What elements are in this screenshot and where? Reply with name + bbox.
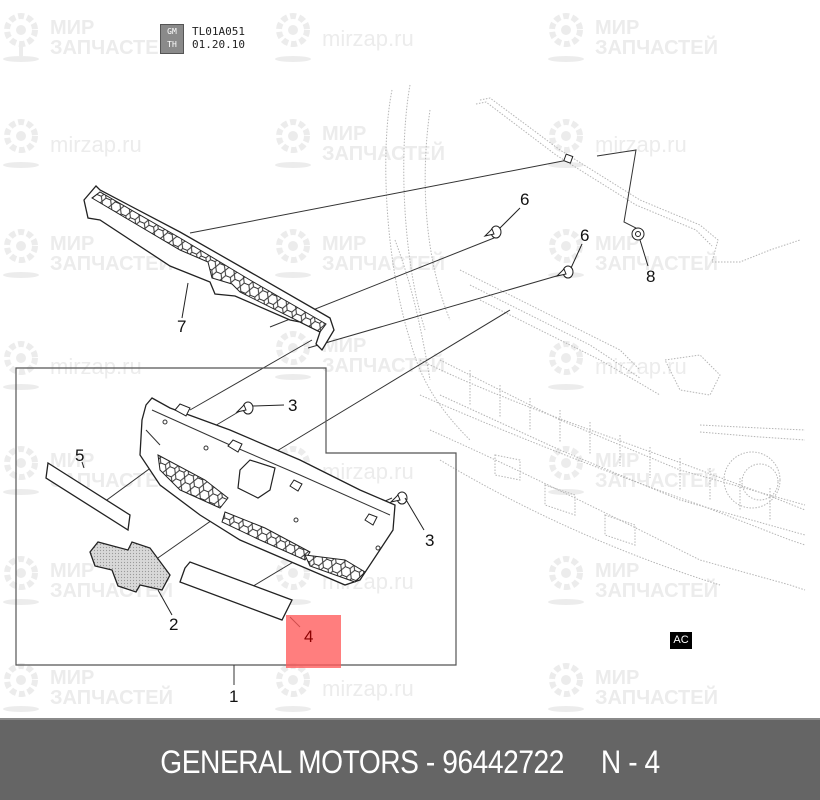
callout-3[interactable]: 3	[288, 396, 298, 415]
part-grille-assembly	[139, 397, 396, 586]
leader-lines	[99, 149, 637, 589]
part-info-banner: GENERAL MOTORS - 96442722 N - 4	[0, 718, 820, 800]
callout-8[interactable]: 8	[646, 267, 656, 286]
part-molding-strip-lower	[179, 561, 293, 621]
callout-3[interactable]: 3	[425, 531, 435, 550]
callout-leaders	[81, 207, 649, 628]
view-code-badge: AC	[670, 632, 692, 649]
screw-icon	[235, 153, 645, 505]
highlighted-part-callout[interactable]: 4	[286, 615, 341, 668]
part-upper-grille	[83, 185, 335, 352]
callout-2[interactable]: 2	[169, 615, 179, 634]
callout-6[interactable]: 6	[520, 190, 530, 209]
callout-7[interactable]: 7	[177, 317, 187, 336]
callout-5[interactable]: 5	[75, 446, 85, 465]
vehicle-lower-grille-outline	[439, 359, 806, 536]
part-emblem	[89, 541, 171, 593]
callout-6[interactable]: 6	[580, 226, 590, 245]
vehicle-front-outline	[385, 84, 806, 591]
part-number-caption: GENERAL MOTORS - 96442722 N - 4	[160, 744, 660, 780]
callout-1[interactable]: 1	[229, 687, 239, 706]
part-molding-strip-upper	[45, 461, 131, 532]
callout-4[interactable]: 4	[304, 627, 314, 646]
exploded-view-drawing	[15, 84, 806, 685]
grille-assembly-inset-frame	[15, 367, 457, 666]
